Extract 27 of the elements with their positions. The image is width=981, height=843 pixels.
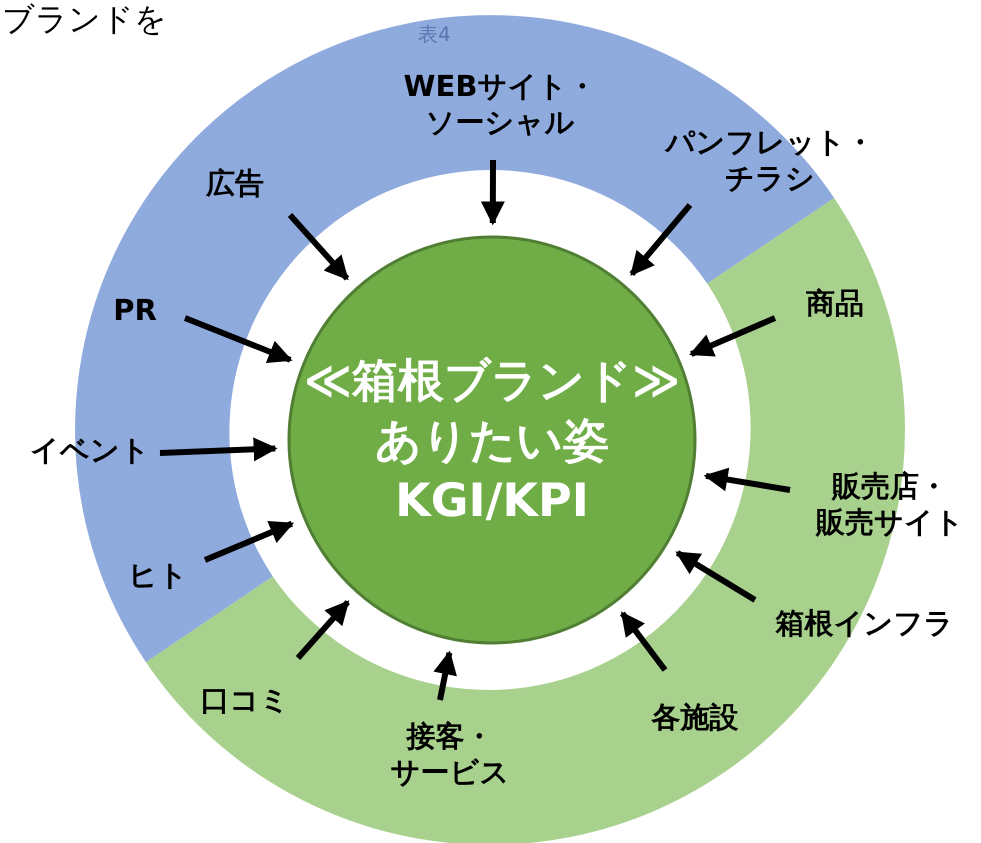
factor-label: 商品 <box>795 285 875 321</box>
heading-text: ブランドを <box>2 0 167 38</box>
arrow <box>480 160 505 226</box>
center-text: ≪箱根ブランド≫ <box>304 352 680 409</box>
factor-label: イベント <box>15 432 165 468</box>
factor-label: パンフレット・チラシ <box>640 124 900 196</box>
arrow <box>689 315 776 357</box>
factor-label: 箱根インフラ <box>752 605 977 641</box>
arrow <box>160 437 278 462</box>
factor-label: PR <box>105 292 165 328</box>
arrow <box>620 611 668 672</box>
arrow <box>630 203 692 276</box>
arrow <box>296 600 350 660</box>
arrow <box>204 520 294 563</box>
arrow <box>704 468 790 493</box>
factor-label: WEBサイト・ソーシャル <box>385 68 615 140</box>
center-text: ありたい姿 <box>375 412 609 469</box>
arrow <box>184 315 293 364</box>
factor-label: 販売店・販売サイト <box>795 468 981 540</box>
center-text: KGI/KPI <box>395 472 589 529</box>
factor-label: 接客・サービス <box>365 718 535 790</box>
factor-label: 各施設 <box>635 699 755 735</box>
arrow <box>288 213 350 280</box>
factor-label: ヒト <box>118 557 198 593</box>
factor-label: 広告 <box>195 165 275 201</box>
factor-label: 口コミ <box>195 682 295 718</box>
arrow <box>675 550 757 603</box>
